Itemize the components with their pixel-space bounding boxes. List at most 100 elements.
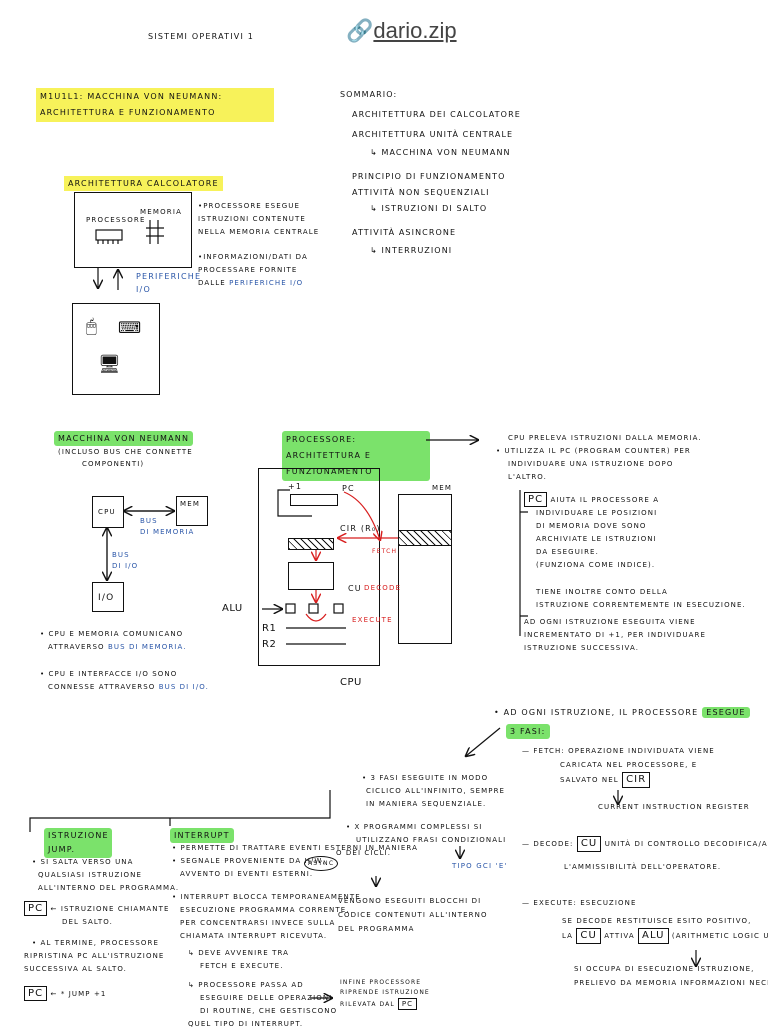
mem-label: Mem xyxy=(180,500,201,508)
note-line: attraverso xyxy=(48,643,105,651)
pc-box: PC xyxy=(24,986,48,1001)
note-line: • Si salta verso una xyxy=(32,858,134,866)
summary-item: ↳ Macchina von Neumann xyxy=(370,148,511,157)
jump-title: Istruzione Jump. xyxy=(44,828,112,858)
note-line: Tiene inoltre conto della xyxy=(536,588,668,596)
summary-item: ↳ Istruzioni di salto xyxy=(370,204,488,213)
chip-shape xyxy=(95,229,123,241)
summary-item: Architettura dei calcolatore xyxy=(352,110,521,119)
note-line: rilevata dal xyxy=(340,1001,395,1008)
note-line: avvento di eventi esterni. xyxy=(180,870,314,878)
processore-label: Processore xyxy=(86,216,146,224)
note-line: istruzione successiva. xyxy=(524,644,640,652)
note-line: connesse attraverso xyxy=(48,683,156,691)
decode-label: Decode xyxy=(364,584,402,592)
note-line: nella memoria centrale xyxy=(198,228,320,236)
bus-label: Bus xyxy=(140,517,158,525)
note-line: fetch e execute. xyxy=(200,962,284,970)
note-line: bus di memoria. xyxy=(107,643,187,651)
note-line: Current Instruction Register xyxy=(598,803,750,811)
io-box xyxy=(92,582,124,612)
cu-box: CU xyxy=(576,836,602,852)
cpu-outer-box xyxy=(258,468,380,666)
note-line: prelievo da memoria informazioni necessa… xyxy=(574,979,768,987)
note-line: in maniera sequenziale. xyxy=(366,800,487,808)
note-line: bus di I/O. xyxy=(158,683,209,691)
cir-box: CIR xyxy=(622,772,651,788)
cpu-label: CPU xyxy=(340,677,362,688)
mem-label: Mem xyxy=(432,484,453,492)
note-line: Ad ogni istruzione eseguita viene xyxy=(524,618,696,626)
fasi-intro: • Ad ogni istruzione, il processore eseg… xyxy=(494,706,750,719)
note-line: la xyxy=(562,932,574,940)
note-line: codice contenuti all'interno xyxy=(338,911,488,919)
keyboard-icon: ⌨ xyxy=(118,318,142,337)
note-line: individuare le posizioni xyxy=(536,509,658,517)
pc-register xyxy=(290,494,338,506)
note-line: Vengono eseguiti blocchi di xyxy=(338,897,482,905)
arch-calc-title: Architettura calcolatore xyxy=(64,176,223,191)
note-line: l'altro. xyxy=(508,473,547,481)
note-line: istruzione chiamante xyxy=(60,905,170,913)
note-line: • Utilizza il PC (Program Counter) per xyxy=(496,447,691,455)
note-line: •Processore esegue xyxy=(198,202,301,210)
cpu-notes: CPU preleva istruzioni dalla memoria. • … xyxy=(496,432,746,655)
mem-hatched-cell xyxy=(399,530,451,546)
note-line: individuare una istruzione dopo xyxy=(508,460,674,468)
note-line: da eseguire. xyxy=(536,548,599,556)
summary-title: Sommario: xyxy=(340,90,398,99)
brand-name: dario.zip xyxy=(373,18,457,43)
execute-notes: — Execute: esecuzione se decode restitui… xyxy=(522,896,768,990)
interrupt-title: Interrupt xyxy=(170,828,234,843)
bus-label: di I/O xyxy=(112,562,139,570)
summary-list: Sommario: Architettura dei calcolatore A… xyxy=(340,88,521,258)
esegue-highlight: esegue xyxy=(702,707,750,718)
bus-mem-label: Bus di memoria xyxy=(140,516,194,538)
r2-label: R2 xyxy=(262,639,277,650)
brand-logo: 🔗dario.zip xyxy=(346,18,457,44)
fasi-intro-text: • Ad ogni istruzione, il processore xyxy=(494,708,699,717)
mem-box xyxy=(176,496,208,526)
subtitle-line: componenti) xyxy=(82,460,145,468)
interrupt-final-note: Infine processore riprende istruzione ri… xyxy=(340,978,430,1010)
note-line: • Permette di trattare eventi esterni in… xyxy=(172,844,419,852)
note-line: • Al termine, processore xyxy=(32,939,160,947)
note-line: caricata nel processore, e xyxy=(560,761,698,769)
note-line: di memoria dove sono xyxy=(536,522,647,530)
note-line: per concentrarsi invece sulla xyxy=(180,919,336,927)
note-line: chiamata interrupt ricevuta. xyxy=(180,932,328,940)
execute-label: Execute xyxy=(352,616,393,624)
note-line: • CPU e interfacce I/O sono xyxy=(40,670,178,678)
alu-box: ALU xyxy=(638,928,669,944)
note-line: Infine processore xyxy=(340,979,422,986)
bus-label: Bus xyxy=(112,551,130,559)
page-title: Sistemi Operativi 1 xyxy=(148,32,255,41)
note-line: di routine, che gestiscono xyxy=(200,1007,338,1015)
note-line: successiva al salto. xyxy=(24,965,128,973)
note-line: — Fetch: operazione individuata viene xyxy=(522,747,715,755)
mem-column xyxy=(398,494,452,644)
note-line: dalle xyxy=(198,279,226,287)
note-line: utilizzano frasi condizionali xyxy=(356,836,507,844)
decode-notes: — Decode: CU unità di controllo decodifi… xyxy=(522,836,768,874)
note-line: riprende istruzione xyxy=(340,989,430,996)
note-line: se decode restituisce esito positivo, xyxy=(562,917,752,925)
note-line: all'interno del programma. xyxy=(38,884,180,892)
pc-box: PC xyxy=(24,901,48,916)
note-line: • x programmi complessi si xyxy=(346,823,483,831)
note-line: qualsiasi istruzione xyxy=(38,871,143,879)
note-line: periferiche I/O xyxy=(229,279,304,287)
arch-calc-notes: •Processore esegue istruzioni contenute … xyxy=(198,200,319,290)
memoria-label: Memoria xyxy=(140,208,183,216)
blocchi-notes: Vengono eseguiti blocchi di codice conte… xyxy=(338,894,488,936)
bus-io-label: Bus di I/O xyxy=(112,550,138,572)
cu-box xyxy=(288,562,334,590)
note-line: •Informazioni/dati da xyxy=(198,253,308,261)
note-line: aiuta il processore a xyxy=(550,496,660,504)
subtitle-line: (Incluso bus che connette xyxy=(58,448,193,456)
jump-formula: * Jump +1 xyxy=(60,990,107,998)
note-line: archiviate le istruzioni xyxy=(536,535,657,543)
summary-item: Principio di funzionamento xyxy=(352,172,506,181)
note-line: esecuzione programma corrente, xyxy=(180,906,350,914)
